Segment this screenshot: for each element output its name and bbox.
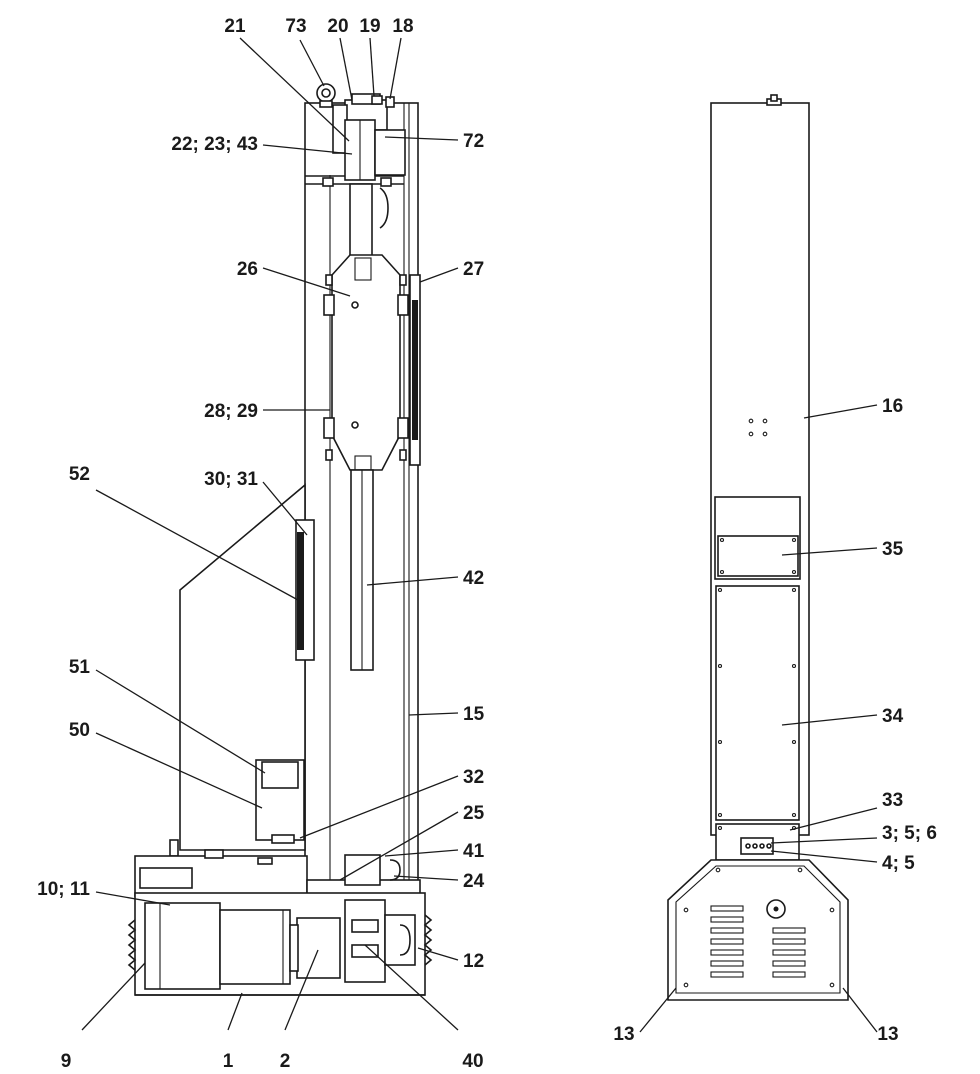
callout-1: 1 (223, 1051, 234, 1072)
callout-25: 25 (463, 803, 485, 824)
front-view (667, 94, 849, 1001)
callout-32: 32 (463, 767, 484, 788)
panel-35 (717, 535, 799, 577)
callout-4-5: 4; 5 (882, 853, 915, 874)
callout-22-23-43: 22; 23; 43 (171, 134, 258, 155)
callout-33: 33 (882, 790, 903, 811)
callout-13-right: 13 (877, 1024, 898, 1045)
callout-labels: 21 73 20 19 18 22; 23; 43 72 26 27 28; 2… (37, 16, 937, 1072)
callout-52: 52 (69, 464, 90, 485)
callout-24: 24 (463, 871, 485, 892)
callout-34: 34 (882, 706, 904, 727)
callout-40: 40 (462, 1051, 483, 1072)
callout-20: 20 (327, 16, 348, 37)
callout-35: 35 (882, 539, 904, 560)
callout-73: 73 (285, 16, 306, 37)
callout-15: 15 (463, 704, 485, 725)
callout-26: 26 (237, 259, 258, 280)
callout-16: 16 (882, 396, 903, 417)
leader-lines (81, 37, 878, 1033)
callout-28-29: 28; 29 (204, 401, 258, 422)
base-housing (667, 859, 849, 1001)
callout-41: 41 (463, 841, 485, 862)
callout-19: 19 (359, 16, 380, 37)
callout-3-5-6: 3; 5; 6 (882, 823, 937, 844)
callout-13-left: 13 (613, 1024, 634, 1045)
callout-30-31: 30; 31 (204, 469, 258, 490)
callout-50: 50 (69, 720, 90, 741)
callout-51: 51 (69, 657, 91, 678)
carriage (331, 254, 401, 471)
callout-27: 27 (463, 259, 484, 280)
side-view (127, 83, 433, 996)
callout-9: 9 (61, 1051, 72, 1072)
control-cabinet (179, 483, 306, 851)
callout-10-11: 10; 11 (37, 879, 90, 900)
callout-18: 18 (392, 16, 413, 37)
callout-42: 42 (463, 568, 484, 589)
callout-2: 2 (280, 1051, 291, 1072)
callout-12: 12 (463, 951, 484, 972)
callout-72: 72 (463, 131, 484, 152)
callout-21: 21 (224, 16, 246, 37)
panel-34 (715, 585, 800, 821)
